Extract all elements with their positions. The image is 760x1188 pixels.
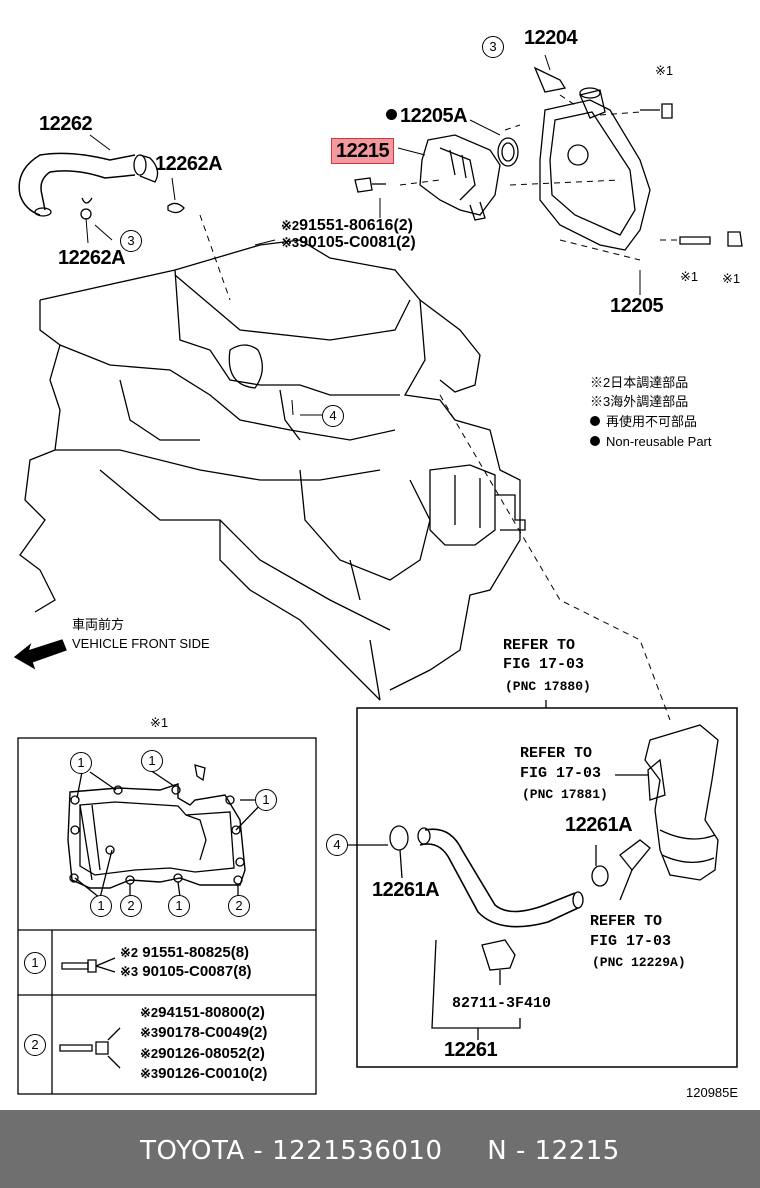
footer-bar: TOYOTA - 1221536010 N - 12215 [0,1110,760,1188]
refer-1-fig[interactable]: FIG 17-03 [503,656,585,673]
callout-4-icon: 4 [326,834,348,856]
parts-diagram: 12204 3 ※1 12205A 12215 12262 12262A 122… [13,27,743,1100]
part-number-12261A-left[interactable]: 12261A [372,879,440,901]
bullet-dot-icon [590,436,600,446]
callout-2-icon: 2 [120,895,142,917]
refer-2-fig[interactable]: FIG 17-03 [520,765,602,782]
refer-3-pnc: (PNC 12229A) [592,955,686,970]
inset-gasket-drawing [67,764,266,899]
part-number-12204[interactable]: 12204 [524,27,578,49]
part-number-82711[interactable]: 82711-3F410 [452,995,552,1012]
footer-text: TOYOTA - 1221536010 N - 12215 [0,1136,760,1166]
inset-row-1-a[interactable]: ※2 91551-80825(8) [120,944,250,961]
inset-row-2-a[interactable]: ※294151-80800(2) [140,1004,265,1021]
refer-2-title[interactable]: REFER TO [520,745,593,762]
footer-part-number: TOYOTA - 1221536010 [140,1136,443,1166]
part-number-12262A-bottom[interactable]: 12262A [58,247,126,269]
engine-block-drawing [19,239,526,701]
vehicle-front-en: VEHICLE FRONT SIDE [72,636,210,651]
refer-1-pnc: (PNC 17880) [505,679,591,694]
callout-1-icon: 1 [70,752,92,774]
note-x1-b: ※1 [722,271,741,286]
bullet-dot-icon [590,416,600,426]
footer-pnc: N - 12215 [487,1136,620,1166]
refer-1-title[interactable]: REFER TO [503,637,576,654]
cover-12205-drawing [533,66,743,251]
diagram-id: 120985E [686,1085,739,1100]
inset-row-2-b[interactable]: ※390178-C0049(2) [140,1024,268,1041]
bolt-spec-line-2[interactable]: ※390105-C0081(2) [281,234,416,251]
inset-title: ※1 [150,715,169,730]
legend-non-reusable-en: Non-reusable Part [590,435,712,448]
legend-non-reusable-jp: 再使用不可部品 [590,415,697,428]
inset-row-2-c[interactable]: ※290126-08052(2) [140,1045,265,1062]
air-duct-drawing [615,724,719,881]
callout-4-icon: 4 [322,405,344,427]
inset-row-2-d[interactable]: ※390126-C0010(2) [140,1065,268,1082]
diagram-drawing [13,54,743,1095]
callout-1-icon: 1 [168,895,190,917]
part-number-12262A-top[interactable]: 12262A [155,153,223,175]
note-x1-a: ※1 [680,269,699,284]
refer-3-title[interactable]: REFER TO [590,913,663,930]
inset-row-1-number: 1 [24,952,46,974]
refer-2-pnc: (PNC 17881) [522,787,608,802]
callout-1-icon: 1 [141,750,163,772]
part-number-12261A-right[interactable]: 12261A [565,814,633,836]
inset-row-1-b[interactable]: ※3 90105-C0087(8) [120,963,252,980]
callout-2-icon: 2 [228,895,250,917]
hose-12261-drawing [348,825,651,1040]
part-number-12205[interactable]: 12205 [610,295,664,317]
hose-12262-drawing [18,152,185,220]
refer-3-fig[interactable]: FIG 17-03 [590,933,672,950]
part-number-12205A[interactable]: 12205A [386,106,468,126]
callout-1-icon: 1 [90,895,112,917]
inset-row-2-number: 2 [24,1034,46,1056]
bolt-spec-line-1[interactable]: ※291551-80616(2) [281,217,413,234]
note-x1-top: ※1 [655,63,674,78]
callout-3-icon: 3 [120,230,142,252]
callout-1-icon: 1 [255,789,277,811]
part-number-12262[interactable]: 12262 [39,113,93,135]
non-reusable-dot-icon [386,109,397,120]
valve-12215-drawing [354,134,519,221]
callout-3-icon: 3 [482,36,504,58]
part-number-12215-highlighted[interactable]: 12215 [331,138,395,164]
part-number-12261[interactable]: 12261 [444,1039,498,1061]
legend-overseas: ※3海外調達部品 [590,394,689,409]
legend-domestic: ※2日本調達部品 [590,375,689,390]
vehicle-front-jp: 車両前方 [72,617,125,632]
